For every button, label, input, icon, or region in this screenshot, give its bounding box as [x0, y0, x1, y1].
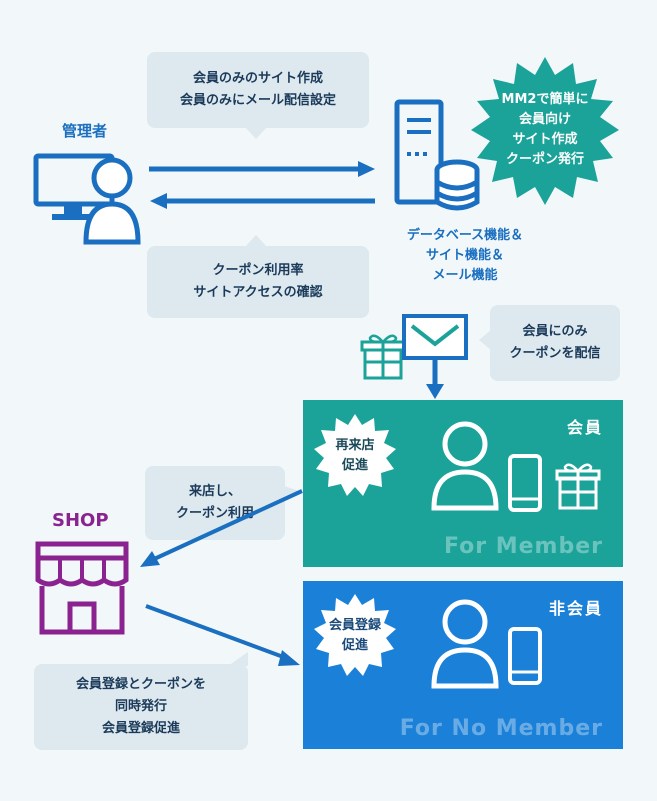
- bubble-line: 会員登録とクーポンを: [75, 677, 206, 692]
- starburst-line: MM2で簡単に: [501, 92, 589, 107]
- member-gift-icon: [555, 463, 601, 510]
- bubble-tail: [228, 652, 248, 666]
- server-line: サイト機能＆: [425, 248, 504, 263]
- bubble-visit-coupon: 来店し、 クーポン利用: [145, 466, 285, 540]
- starburst-line: サイト作成: [512, 132, 578, 147]
- server-line: メール機能: [432, 268, 498, 283]
- bubble-tail: [245, 127, 267, 139]
- revisit-burst-badge: [314, 414, 396, 496]
- server-database-icon: [394, 99, 480, 211]
- bubble-tail: [479, 330, 491, 350]
- non-member-person-icon: [431, 599, 499, 689]
- burst-line: 促進: [341, 638, 368, 653]
- bubble-member-only-coupon: 会員にのみ クーポンを配信: [490, 305, 620, 381]
- non-member-panel-title: 非会員: [548, 599, 603, 618]
- bubble-line: 来店し、: [188, 484, 241, 499]
- member-smartphone-icon: [508, 454, 542, 512]
- bubble-line: 同時発行: [114, 699, 167, 714]
- arrow-shop-to-non-member: [145, 604, 300, 666]
- shop-label: SHOP: [52, 510, 109, 531]
- bubble-site-creation: 会員のみのサイト作成 会員のみにメール配信設定: [147, 52, 369, 128]
- server-features-label: データベース機能＆ サイト機能＆ メール機能: [375, 226, 555, 286]
- starburst-line: クーポン発行: [505, 152, 584, 167]
- bubble-line: 会員のみのサイト作成: [192, 71, 323, 86]
- mail-icon: [402, 314, 468, 360]
- down-arrow-icon: [426, 358, 444, 399]
- non-member-panel-watermark: For No Member: [399, 716, 603, 741]
- non-member-smartphone-icon: [508, 627, 542, 685]
- starburst-badge: [471, 57, 619, 205]
- bubble-register-coupon: 会員登録とクーポンを 同時発行 会員登録促進: [34, 664, 248, 750]
- admin-icon: [33, 153, 141, 245]
- starburst-line: 会員向け: [518, 112, 571, 127]
- server-line: データベース機能＆: [406, 228, 524, 243]
- registration-burst-text: 会員登録 促進: [313, 616, 397, 656]
- revisit-burst-text: 再来店 促進: [315, 436, 395, 476]
- bubble-line: 会員登録促進: [101, 721, 180, 736]
- shop-icon: [35, 541, 129, 635]
- burst-line: 促進: [341, 458, 368, 473]
- arrows-admin-server: [149, 161, 375, 209]
- starburst-text: MM2で簡単に 会員向け サイト作成 クーポン発行: [485, 90, 605, 170]
- bubble-coupon-check: クーポン利用率 サイトアクセスの確認: [147, 246, 369, 318]
- admin-label: 管理者: [62, 122, 108, 140]
- member-panel-title: 会員: [566, 418, 603, 437]
- bubble-line: クーポン利用率: [212, 263, 304, 278]
- bubble-line: 会員にのみ: [522, 324, 588, 339]
- gift-icon: [360, 334, 406, 380]
- bubble-line: クーポンを配信: [509, 346, 601, 361]
- burst-line: 再来店: [335, 438, 375, 453]
- bubble-line: 会員のみにメール配信設定: [179, 93, 336, 108]
- member-person-icon: [431, 421, 499, 511]
- burst-line: 会員登録: [328, 618, 381, 633]
- bubble-line: クーポン利用: [175, 506, 254, 521]
- registration-burst-badge: [314, 594, 396, 676]
- member-panel-watermark: For Member: [443, 534, 603, 559]
- bubble-tail: [245, 235, 267, 247]
- bubble-line: サイトアクセスの確認: [193, 285, 323, 300]
- arrow-member-to-shop: [140, 489, 303, 567]
